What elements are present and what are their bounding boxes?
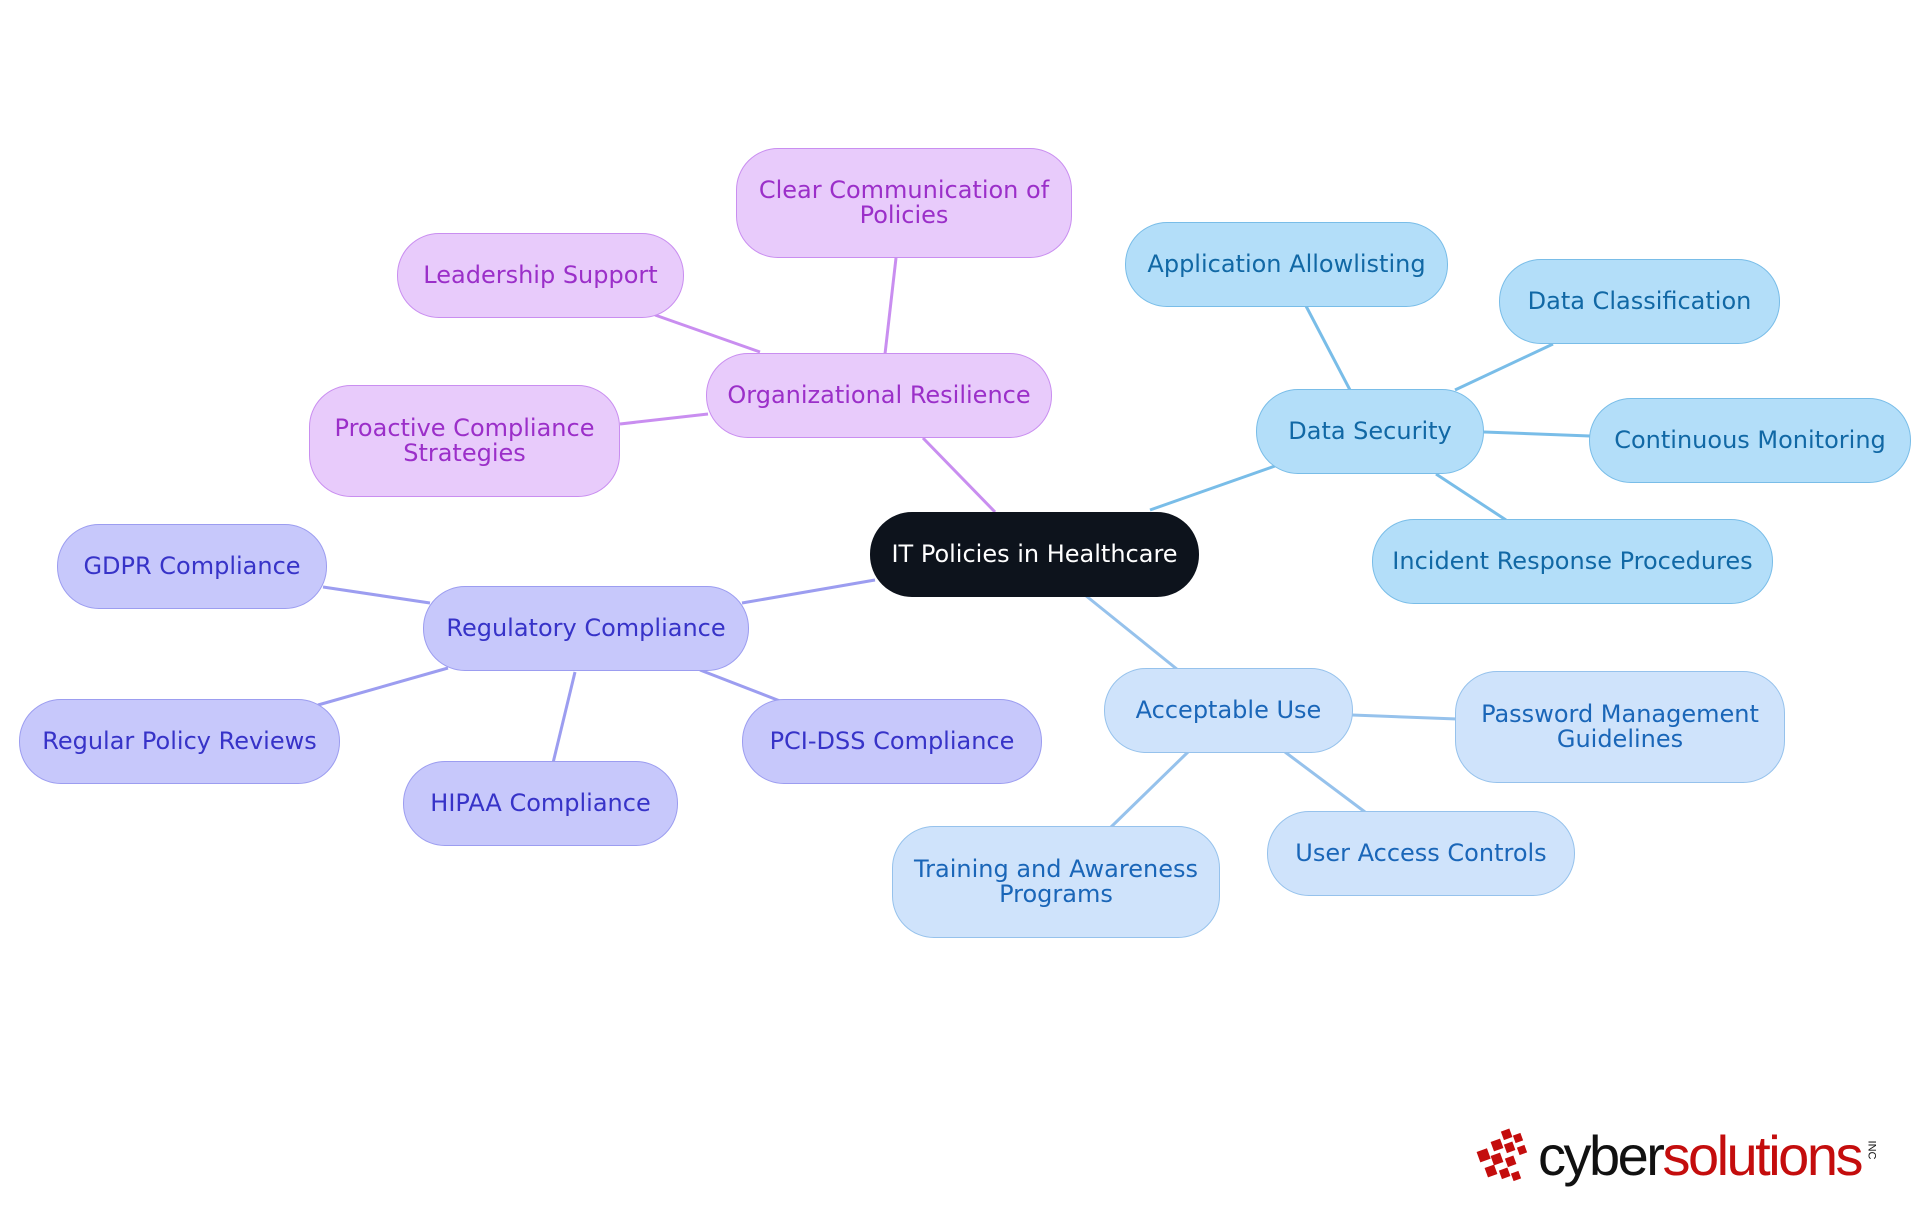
- leaf-continuous-monitoring[interactable]: Continuous Monitoring: [1589, 398, 1911, 483]
- edge-rc-pcidss: [699, 668, 781, 703]
- leaf-proactive-compliance-strategies[interactable]: Proactive Compliance Strategies: [309, 385, 620, 497]
- logo-cyber-text: cyber: [1538, 1124, 1665, 1187]
- edge-au-access: [1284, 750, 1366, 814]
- edge-org-leadership: [654, 313, 761, 354]
- edge-ds-monitoring: [1483, 430, 1591, 438]
- edge-ds-incident: [1435, 472, 1507, 522]
- leaf-user-access-controls[interactable]: User Access Controls: [1267, 811, 1575, 896]
- edge-ds-classification: [1454, 342, 1554, 392]
- edge-org-proactive: [619, 412, 709, 426]
- edge-rc-gdpr: [322, 585, 431, 605]
- cybersolutions-logo: cybersolutions INC: [1468, 1120, 1888, 1196]
- leaf-regular-policy-reviews[interactable]: Regular Policy Reviews: [19, 699, 340, 784]
- edge-root-acceptable-use: [1084, 593, 1179, 672]
- logo-mark-icon: [1476, 1128, 1528, 1182]
- leaf-training-and-awareness-programs[interactable]: Training and Awareness Programs: [892, 826, 1220, 938]
- logo-inc-text: INC: [1865, 1140, 1878, 1160]
- edge-au-password: [1351, 713, 1458, 721]
- logo-solutions-text: solutions: [1662, 1124, 1863, 1187]
- edge-rc-policy-reviews: [317, 666, 449, 707]
- leaf-data-classification[interactable]: Data Classification: [1499, 259, 1780, 344]
- leaf-gdpr-compliance[interactable]: GDPR Compliance: [57, 524, 327, 609]
- root-node[interactable]: IT Policies in Healthcare: [870, 512, 1199, 597]
- leaf-leadership-support[interactable]: Leadership Support: [397, 233, 684, 318]
- branch-data-security[interactable]: Data Security: [1256, 389, 1484, 474]
- edge-root-regulatory-compliance: [741, 578, 876, 605]
- branch-regulatory-compliance[interactable]: Regulatory Compliance: [423, 586, 749, 671]
- edge-au-training: [1108, 750, 1190, 830]
- edge-ds-allowlisting: [1304, 305, 1352, 391]
- branch-organizational-resilience[interactable]: Organizational Resilience: [706, 353, 1052, 438]
- leaf-hipaa-compliance[interactable]: HIPAA Compliance: [403, 761, 678, 846]
- logo-wordmark: cybersolutions: [1538, 1120, 1863, 1192]
- leaf-pci-dss-compliance[interactable]: PCI-DSS Compliance: [742, 699, 1042, 784]
- edge-rc-hipaa: [551, 671, 577, 764]
- edge-root-organizational-resilience: [921, 436, 997, 514]
- leaf-clear-communication-of-policies[interactable]: Clear Communication of Policies: [736, 148, 1072, 258]
- leaf-incident-response-procedures[interactable]: Incident Response Procedures: [1372, 519, 1773, 604]
- edge-org-clear-communication: [883, 257, 898, 355]
- edge-root-data-security: [1149, 464, 1276, 512]
- leaf-password-management-guidelines[interactable]: Password Management Guidelines: [1455, 671, 1785, 783]
- branch-acceptable-use[interactable]: Acceptable Use: [1104, 668, 1353, 753]
- leaf-application-allowlisting[interactable]: Application Allowlisting: [1125, 222, 1448, 307]
